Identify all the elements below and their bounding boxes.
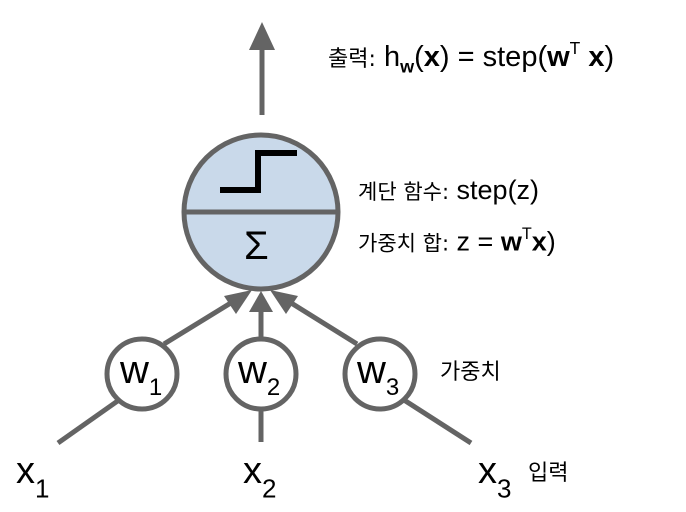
output-transpose: T [569,38,581,58]
input-label-x1: x1 [16,450,50,504]
arrowhead-w3 [270,290,298,314]
weight-circle-w3 [342,336,418,412]
arrow-w1-to-neuron [162,298,236,347]
arrowhead-w2 [249,291,273,312]
arrow-w3-to-neuron [286,298,359,347]
output-h-sub: w [400,56,415,77]
sum-x: x [531,226,547,257]
output-x: x [423,41,440,74]
step-function-label: 계단 함수: step(z) [358,177,539,204]
weight-label-w1: w1 [120,348,163,401]
line-x3-to-w3 [402,397,473,446]
weight-label-w2: w2 [238,348,281,401]
inputs-caption: 입력 [528,461,569,486]
sum-korean-label: 가중치 합: [358,231,450,256]
step-function-icon [220,150,297,193]
output-formula: 출력: hw(x) = step(wT x) [328,38,615,77]
sigma-symbol: Σ [244,224,269,268]
input-label-x3: x3 [478,450,512,504]
weight-circle-w2 [223,336,299,412]
output-w: w [547,41,570,74]
output-x2: x [588,41,605,74]
input-label-x2: x2 [243,450,277,504]
output-arrowhead [249,22,275,50]
weight-circle-w1 [104,336,180,412]
output-h: h [383,41,401,74]
weighted-sum-label: 가중치 합: z = wTx) [358,225,556,257]
weights-caption: 가중치 [440,360,501,385]
weight-label-w3: w3 [357,348,400,401]
step-korean-label: 계단 함수: [358,180,450,204]
arrowhead-w1 [224,290,252,314]
output-korean-label: 출력: [328,47,376,73]
line-x1-to-w1 [56,397,121,446]
sum-transpose: T [521,225,532,243]
sum-w: w [500,226,522,257]
step-formula: step(z) [449,175,540,205]
